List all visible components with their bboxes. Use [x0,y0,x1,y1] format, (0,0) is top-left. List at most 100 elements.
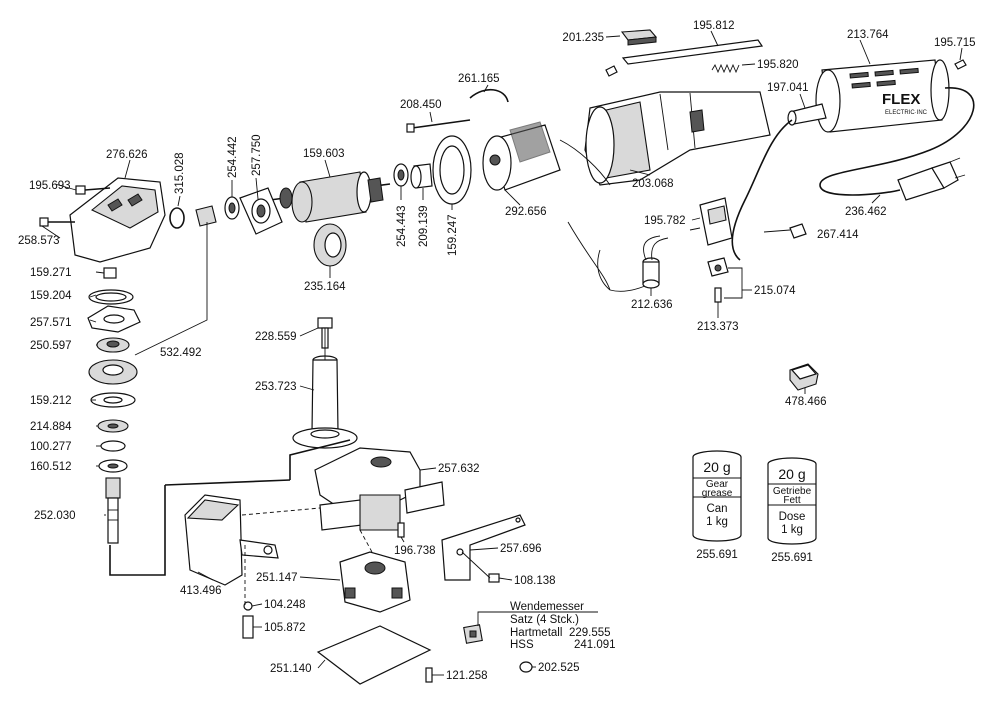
grease-can-right: 20 g Getriebe Fett Dose 1 kg [767,457,817,545]
label-208450: 208.450 [400,99,442,111]
flex-logo-sub: ELECTRIC·INC [885,110,928,116]
label-203068: 203.068 [632,178,674,190]
grease-dose-line2: Fett [783,495,800,506]
label-257632: 257.632 [438,463,480,475]
grease-dose-amount: 20 g [778,466,805,482]
long-screw-part [411,119,471,129]
grease-can-line4: 1 kg [706,516,728,528]
grease-can-line3: Can [706,503,727,515]
label-202525: 202.525 [538,662,580,674]
retaining-clip-part [469,89,509,103]
grease-dose-line3: Dose [779,511,806,523]
label-250597: 250.597 [30,340,72,352]
guard-part [184,494,279,586]
label-159247: 159.247 [447,214,459,256]
motor-housing-part [584,91,771,186]
carbon-brush-part [789,223,807,239]
label-212636: 212.636 [631,299,673,311]
grease-dose-line1: Getriebe [773,486,812,497]
note-line3-label: HSS [510,639,534,651]
label-195820: 195.820 [757,59,799,71]
label-214884: 214.884 [30,421,72,433]
switch-button-part [620,29,658,46]
screw-121258-part [425,667,433,683]
label-215074: 215.074 [754,285,796,297]
label-159204: 159.204 [30,290,72,302]
screw-202525-part [519,661,533,673]
label-160512: 160.512 [30,461,72,473]
grease-can-amount: 20 g [703,459,730,475]
label-213764: 213.764 [847,29,889,41]
label-108138: 108.138 [514,575,556,587]
grease-dose-line4: 1 kg [781,524,803,536]
label-159212: 159.212 [30,395,72,407]
grease-can-line2: grease [702,488,733,499]
label-100277: 100.277 [30,441,72,453]
note-line1: Satz (4 Stck.) [510,614,579,626]
column-part [292,355,358,449]
label-254443: 254.443 [396,205,408,247]
label-257696: 257.696 [500,543,542,555]
label-478466: 478.466 [785,396,827,408]
screw-108138-part [488,573,500,583]
label-213373: 213.373 [697,321,739,333]
label-236462: 236.462 [845,206,887,218]
label-196738: 196.738 [394,545,436,557]
base-housing-part [314,447,445,531]
label-195812: 195.812 [693,20,735,32]
motor-cover-part: FLEX ELECTRIC·INC [815,59,950,133]
label-121258: 121.258 [446,670,488,682]
screw-228559-part [317,317,333,329]
label-292656: 292.656 [505,206,547,218]
label-228559: 228.559 [255,331,297,343]
armature-part [269,171,391,223]
label-209139: 209.139 [418,205,430,247]
power-cable-part [731,119,793,261]
label-251147: 251.147 [256,572,298,584]
note-line3-value: 241.091 [574,639,616,651]
label-255691-right: 255.691 [771,552,813,564]
switch-module-part [689,197,733,246]
label-267414: 267.414 [817,229,859,241]
label-197041: 197.041 [767,82,809,94]
label-252030: 252.030 [34,510,76,522]
label-253723: 253.723 [255,381,297,393]
label-276626: 276.626 [106,149,148,161]
label-104248: 104.248 [264,599,306,611]
label-258573: 258.573 [18,235,60,247]
stator-part [482,121,561,191]
flex-logo: FLEX [882,91,920,108]
ring-100277-part [100,440,126,452]
label-195693: 195.693 [29,180,71,192]
screw-195715-part [954,59,967,70]
label-254442: 254.442 [227,136,239,178]
label-159603: 159.603 [303,148,345,160]
label-201235: 201.235 [562,32,604,44]
label-257571: 257.571 [30,317,72,329]
screw-196738-part [397,522,405,538]
o-ring-part [169,207,185,229]
screw-195693-part [84,187,111,191]
label-413496: 413.496 [180,585,222,597]
label-532492: 532.492 [160,347,202,359]
label-159271: 159.271 [30,267,72,279]
gear-head-housing-part [69,177,166,263]
label-255691-left: 255.691 [696,549,738,561]
base-plate-part [316,625,432,685]
label-257750: 257.750 [251,134,263,176]
screw-105872-part [242,615,254,639]
label-105872: 105.872 [264,622,306,634]
bracket-part [441,514,526,581]
capacitor-part [609,235,669,292]
note-line2-label: Hartmetall [510,627,562,639]
spacer-159271-part [103,267,117,279]
label-315028: 315.028 [174,152,186,194]
screw-213373-part [714,287,722,303]
spindle-part [105,477,121,544]
label-235164: 235.164 [304,281,346,293]
grease-can-left: 20 g Gear grease Can 1 kg [692,450,742,542]
note-title: Wendemesser [510,601,584,613]
label-261165: 261.165 [458,73,500,85]
